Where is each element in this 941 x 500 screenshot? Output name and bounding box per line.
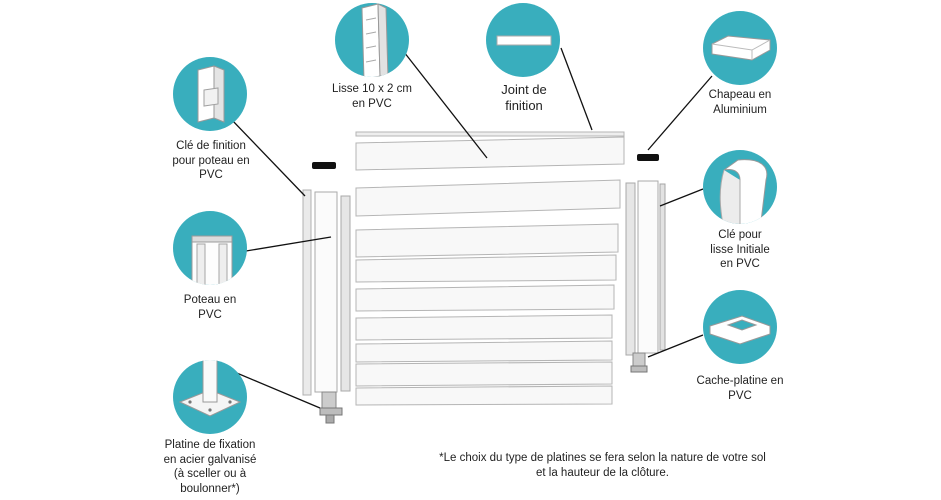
label-chapeau: Chapeau en Aluminium bbox=[708, 89, 772, 116]
label-poteau: Poteau en PVC bbox=[183, 294, 237, 321]
label-joint: Joint de finition bbox=[501, 82, 547, 113]
left-post bbox=[302, 162, 351, 424]
label-platine: Platine de fixation en acier galvanisé (… bbox=[163, 439, 257, 495]
footnote-line-2: et la hauteur de la clôture. bbox=[536, 467, 669, 479]
footnote: *Le choix du type de platines se fera se… bbox=[405, 451, 800, 481]
finishing-key-icon bbox=[173, 57, 247, 131]
label-cache-platine: Cache-platine en PVC bbox=[696, 375, 784, 402]
label-cle-finition: Clé de finition pour poteau en PVC bbox=[172, 140, 250, 181]
leader-lines bbox=[230, 47, 713, 409]
pvc-post-icon bbox=[173, 211, 247, 285]
plate-cover-icon bbox=[703, 290, 777, 364]
initial-rail-key-icon bbox=[703, 150, 777, 224]
rail-profile-icon bbox=[335, 3, 409, 77]
aluminium-cap-icon bbox=[703, 11, 777, 85]
label-cle-lisse: Clé pour lisse Initiale en PVC bbox=[710, 229, 770, 270]
label-lisse: Lisse 10 x 2 cm en PVC bbox=[332, 83, 412, 110]
base-plate-icon bbox=[173, 360, 247, 434]
fence-slats bbox=[355, 131, 625, 406]
finishing-joint-icon bbox=[486, 3, 560, 77]
right-post bbox=[625, 154, 666, 373]
fence-panel bbox=[302, 131, 666, 424]
footnote-line-1: *Le choix du type de platines se fera se… bbox=[439, 452, 766, 464]
